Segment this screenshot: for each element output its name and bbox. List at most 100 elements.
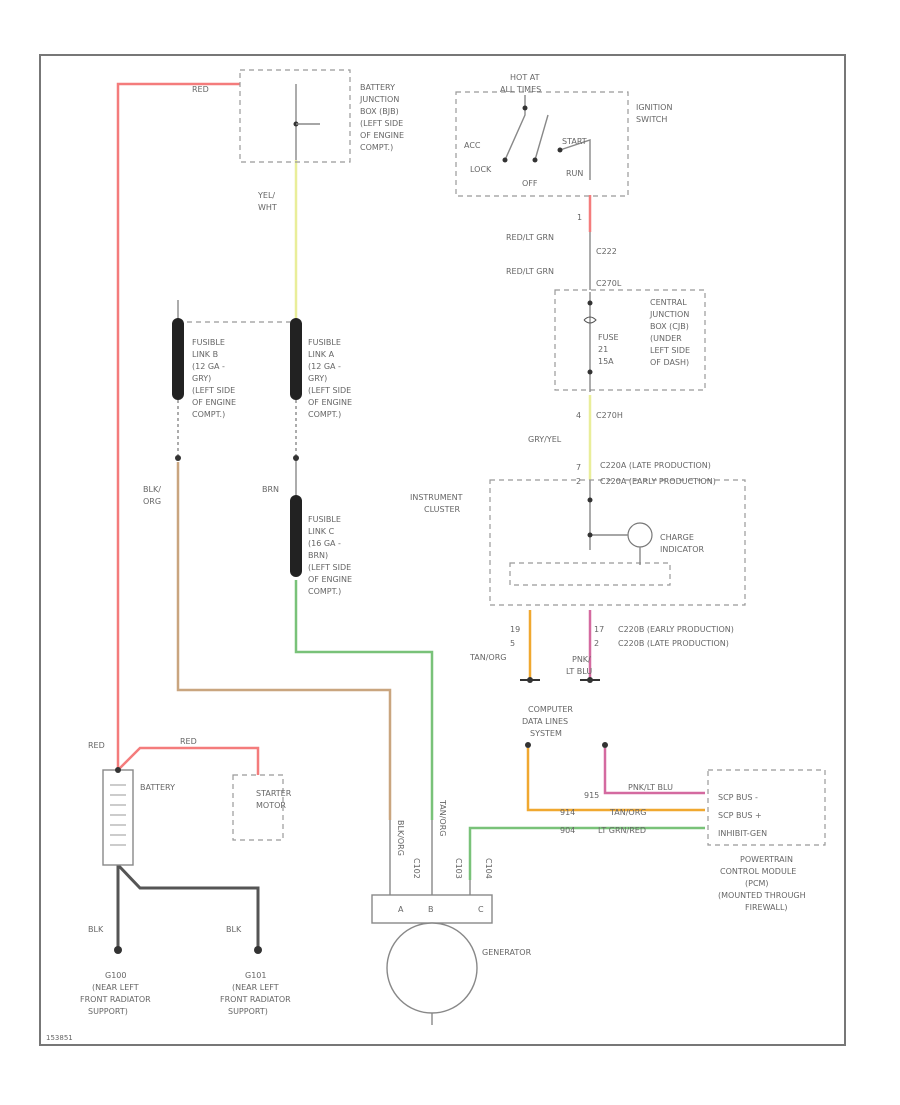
svg-text:JUNCTION: JUNCTION (359, 95, 399, 104)
terminal-dot (602, 742, 608, 748)
ground-g101-label: G101 (NEAR LEFT FRONT RADIATOR SUPPORT) (220, 971, 291, 1016)
wire-red-battery-feed (116, 82, 240, 770)
ground-g100-icon (114, 946, 122, 954)
wire-label-red: RED (192, 85, 209, 94)
terminal-dot (587, 677, 593, 683)
battery-icon (102, 769, 134, 866)
svg-text:COMPT.): COMPT.) (308, 587, 341, 596)
pcm-box (707, 769, 826, 846)
connector-label-c220b-late: C220B (LATE PRODUCTION) (618, 639, 729, 648)
connector-dot (587, 497, 593, 503)
svg-text:SUPPORT): SUPPORT) (88, 1007, 128, 1016)
svg-text:IGNITION: IGNITION (636, 103, 672, 112)
wire-label-gen-tan-org: TAN/ORG (438, 799, 447, 836)
svg-text:BOX (CJB): BOX (CJB) (650, 322, 689, 331)
connector-label-c270h: C270H (596, 411, 623, 420)
ground-g100-label: G100 (NEAR LEFT FRONT RADIATOR SUPPORT) (80, 971, 151, 1016)
pin-label: 2 (594, 639, 599, 648)
pin-label: 7 (576, 463, 581, 472)
svg-text:LINK C: LINK C (308, 527, 335, 536)
svg-text:CHARGE: CHARGE (660, 533, 694, 542)
svg-text:WHT: WHT (258, 203, 277, 212)
connector-label-c270l: C270L (596, 279, 622, 288)
svg-text:CLUSTER: CLUSTER (424, 505, 461, 514)
pin-label: 904 (560, 826, 575, 835)
bjb-label: BATTERY JUNCTION BOX (BJB) (LEFT SIDE OF… (359, 83, 404, 152)
svg-text:SUPPORT): SUPPORT) (228, 1007, 268, 1016)
svg-text:BOX (BJB): BOX (BJB) (360, 107, 399, 116)
fusible-link-a (290, 318, 302, 400)
hot-at-all-times-label: HOT AT ALL TIMES (500, 73, 541, 94)
splice-dot (587, 532, 593, 538)
switch-acc-label: ACC (464, 141, 481, 150)
generator-icon (386, 922, 478, 1014)
connector-label-c220b-early: C220B (EARLY PRODUCTION) (618, 625, 734, 634)
connector-label-c222: C222 (596, 247, 617, 256)
contact-dot (522, 105, 528, 111)
fuse-label: FUSE 21 15A (598, 333, 619, 366)
svg-text:21: 21 (598, 345, 608, 354)
wire-label-red-ltgrn-2: RED/LT GRN (506, 267, 554, 276)
ignition-switch-label: IGNITION SWITCH (636, 103, 672, 124)
wire-label-pcm-pnk: PNK/LT BLU (628, 783, 673, 792)
svg-text:(NEAR LEFT: (NEAR LEFT (92, 983, 139, 992)
charge-indicator-label: CHARGE INDICATOR (660, 533, 704, 554)
ignition-switch-box (455, 91, 629, 197)
svg-text:(LEFT SIDE: (LEFT SIDE (308, 386, 351, 395)
svg-text:(16 GA -: (16 GA - (308, 539, 341, 548)
connector-label-c103: C103 (454, 858, 463, 879)
svg-text:(UNDER: (UNDER (650, 334, 682, 343)
contact-dot (502, 157, 508, 163)
connector-dot (293, 455, 299, 461)
svg-text:GRY): GRY) (192, 374, 211, 383)
svg-text:LINK A: LINK A (308, 350, 335, 359)
svg-text:G100: G100 (105, 971, 126, 980)
wire-brn-to-generator (294, 580, 434, 820)
switch-start-label: START (562, 137, 587, 146)
diagram-id: 153851 (46, 1034, 73, 1042)
wire-label-tan-org: TAN/ORG (469, 653, 506, 662)
generator-leads (389, 820, 471, 895)
fusible-link-c (290, 495, 302, 577)
connector-label-c104: C104 (484, 858, 493, 879)
svg-text:FUSIBLE: FUSIBLE (192, 338, 225, 347)
wire-pcm-tan-org (526, 748, 705, 812)
svg-text:OF DASH): OF DASH) (650, 358, 689, 367)
fusible-link-b-label: FUSIBLE LINK B (12 GA - GRY) (LEFT SIDE … (192, 338, 236, 419)
svg-text:COMPT.): COMPT.) (192, 410, 225, 419)
gen-pin-b: B (428, 905, 434, 914)
svg-text:(MOUNTED THROUGH: (MOUNTED THROUGH (718, 891, 806, 900)
svg-text:ORG: ORG (143, 497, 161, 506)
svg-text:(NEAR LEFT: (NEAR LEFT (232, 983, 279, 992)
svg-text:(LEFT SIDE: (LEFT SIDE (308, 563, 351, 572)
wire-label-brn: BRN (262, 485, 279, 494)
cjb-label: CENTRAL JUNCTION BOX (CJB) (UNDER LEFT S… (649, 298, 690, 367)
svg-text:INHIBIT-GEN: INHIBIT-GEN (718, 829, 767, 838)
wire-label-blk-2: BLK (226, 925, 242, 934)
switch-run-label: RUN (566, 169, 583, 178)
svg-text:STARTER: STARTER (256, 789, 292, 798)
ground-g101-icon (254, 946, 262, 954)
svg-text:DATA LINES: DATA LINES (522, 717, 568, 726)
svg-text:BATTERY: BATTERY (360, 83, 395, 92)
ignition-contact-3 (559, 139, 591, 180)
svg-text:ALL TIMES: ALL TIMES (500, 85, 541, 94)
terminal-dot (527, 677, 533, 683)
pin-label: 4 (576, 411, 581, 420)
starter-motor-label: STARTER MOTOR (256, 789, 292, 810)
svg-text:BRN): BRN) (308, 551, 328, 560)
svg-text:CENTRAL: CENTRAL (650, 298, 687, 307)
svg-text:G101: G101 (245, 971, 266, 980)
connector-label-c102: C102 (412, 858, 421, 879)
instrument-cluster-box (489, 479, 746, 606)
svg-text:15A: 15A (598, 357, 614, 366)
contact-dot (557, 147, 563, 153)
fusible-link-c-label: FUSIBLE LINK C (16 GA - BRN) (LEFT SIDE … (308, 515, 352, 596)
terminal-dot (525, 742, 531, 748)
fusible-link-b (172, 318, 184, 400)
pin-label: 2 (576, 477, 581, 486)
svg-text:COMPUTER: COMPUTER (528, 705, 573, 714)
wire-label-red-starter: RED (180, 737, 197, 746)
gen-pin-c: C (478, 905, 484, 914)
connector-dot (587, 369, 593, 375)
